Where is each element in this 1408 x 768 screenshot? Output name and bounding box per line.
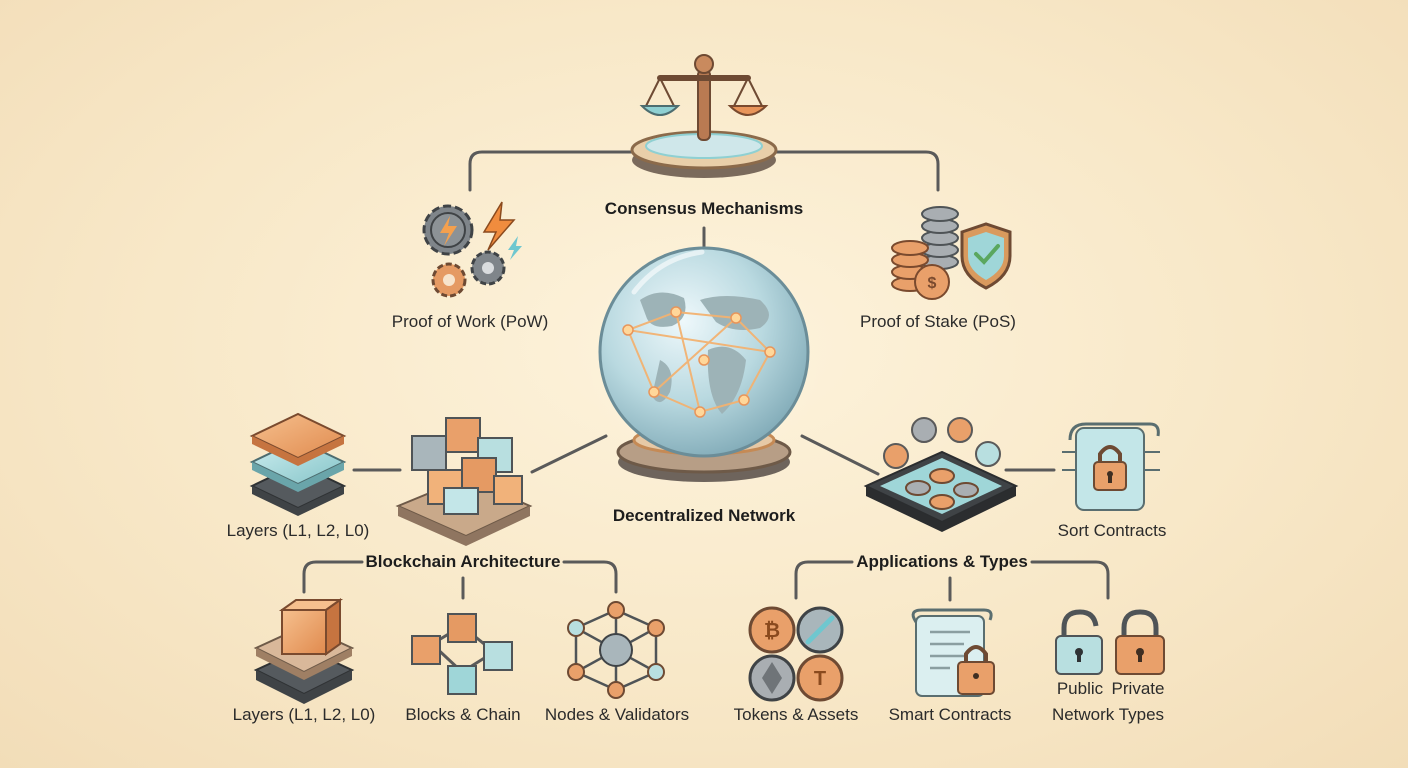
svg-text:₿: ₿: [764, 620, 780, 642]
node-network-icon: [567, 601, 665, 699]
line-applications-left: [794, 560, 854, 600]
blocks-chain-label: Blocks & Chain: [405, 705, 521, 724]
proof-of-work-label: Proof of Work (PoW): [391, 312, 549, 331]
layers-label: Layers (L1, L2, L0): [232, 705, 376, 724]
layers-stack-icon: [249, 412, 347, 516]
decentralized-network-label: Decentralized Network: [612, 506, 796, 525]
padlocks-icon: [1055, 609, 1165, 675]
line-globe-to-architecture: [530, 434, 608, 474]
contract-lock-icon: [911, 608, 995, 697]
connector-lines: [302, 150, 1110, 602]
consensus-mechanisms-title: Consensus Mechanisms: [604, 199, 804, 218]
line-architecture-left: [302, 560, 364, 594]
smart-contracts-label: Smart Contracts: [888, 705, 1012, 724]
scroll-lock-icon: [1062, 422, 1160, 511]
cube-layers-icon: [253, 598, 355, 704]
line-globe-to-applications: [800, 434, 880, 476]
scales-icon: [630, 54, 778, 178]
svg-text:$: $: [928, 275, 937, 292]
private-label: Private: [1111, 679, 1165, 698]
nodes-validators-label: Nodes & Validators: [544, 705, 690, 724]
crypto-tokens-icon: ₿ T: [748, 606, 844, 702]
line-consensus-to-pos: [770, 150, 940, 192]
tablet-coins-icon: [863, 417, 1019, 532]
top-layers-label: Layers (L1, L2, L0): [226, 521, 370, 540]
line-applications-right: [1030, 560, 1110, 600]
globe-network-icon: [586, 242, 822, 482]
coins-shield-icon: $: [891, 206, 1012, 300]
line-consensus-to-pow: [468, 150, 638, 192]
sort-contracts-label: Sort Contracts: [1057, 521, 1167, 540]
applications-types-title: Applications & Types: [856, 552, 1028, 571]
proof-of-stake-label: Proof of Stake (PoS): [860, 312, 1016, 331]
svg-text:T: T: [814, 668, 826, 690]
tokens-assets-label: Tokens & Assets: [733, 705, 859, 724]
gears-lightning-icon: [422, 201, 522, 298]
public-label: Public: [1056, 679, 1104, 698]
blockchain-architecture-title: Blockchain Architecture: [365, 552, 561, 571]
line-architecture-right: [562, 560, 618, 594]
blocks-chain-icon: [411, 613, 513, 695]
network-types-label: Network Types: [1051, 705, 1165, 724]
cube-cluster-icon: [395, 417, 533, 546]
